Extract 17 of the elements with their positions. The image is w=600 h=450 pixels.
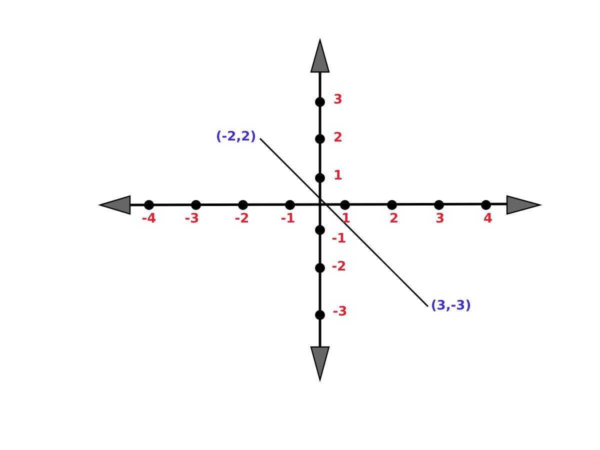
tick-label: -1: [280, 212, 296, 226]
tick-label: 3: [333, 92, 343, 108]
tick-label: 2: [333, 130, 343, 146]
point-label: (3,-3): [430, 298, 472, 314]
tick-label: -2: [332, 260, 346, 274]
tick-label: -1: [332, 232, 346, 246]
point-label: (-2,2): [216, 130, 256, 144]
tick-label: -3: [332, 304, 348, 320]
tick-label: -2: [234, 212, 250, 226]
tick-label: 1: [333, 168, 343, 184]
tick-label: 4: [483, 212, 493, 226]
tick-label: 3: [435, 212, 445, 226]
tick-label: 2: [389, 212, 399, 226]
line-segment: [259, 138, 429, 308]
tick-label: -4: [142, 212, 156, 226]
tick-label: -3: [184, 212, 200, 226]
tick-label: 1: [341, 212, 351, 226]
